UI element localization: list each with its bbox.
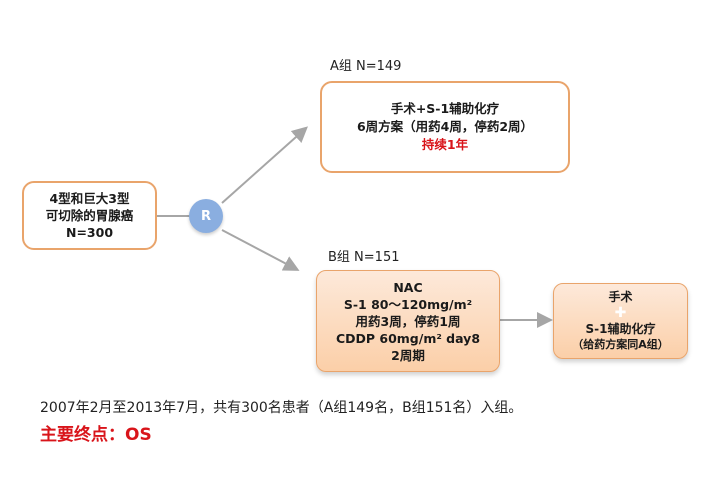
group-b-line-2: S-1 80～120mg/m² bbox=[343, 296, 473, 312]
group-b-line-4: CDDP 60mg/m² day8 bbox=[335, 330, 481, 346]
group-b-nac-box: NAC S-1 80～120mg/m² 用药3周，停药1周 CDDP 60mg/… bbox=[316, 270, 500, 372]
group-b-surgery-box: 手术 ✚ S-1辅助化疗 （给药方案同A组） bbox=[553, 283, 688, 359]
arrow-r-to-group-a bbox=[221, 126, 308, 204]
group-a-label: A组 N=149 bbox=[330, 59, 402, 74]
enrollment-text: 2007年2月至2013年7月，共有300名患者（A组149名，B组151名）入… bbox=[40, 400, 523, 416]
regimen-note: （给药方案同A组） bbox=[572, 338, 669, 351]
group-a-line-2: 6周方案（用药4周，停药2周） bbox=[356, 119, 534, 134]
group-b-line-3: 用药3周，停药1周 bbox=[355, 313, 461, 329]
primary-endpoint: 主要终点：OS bbox=[40, 425, 152, 445]
group-a-box: 手术+S-1辅助化疗 6周方案（用药4周，停药2周） 持续1年 bbox=[320, 81, 570, 173]
group-b-label: B组 N=151 bbox=[328, 250, 400, 265]
randomization-node: R bbox=[189, 199, 223, 233]
group-a-line-1: 手术+S-1辅助化疗 bbox=[390, 101, 500, 116]
group-a-duration: 持续1年 bbox=[421, 137, 469, 152]
adjuvant-label: S-1辅助化疗 bbox=[585, 322, 656, 336]
population-box: 4型和巨大3型 可切除的胃腺癌 N=300 bbox=[22, 181, 157, 250]
group-b-line-5: 2周期 bbox=[391, 347, 425, 363]
population-line-3: N=300 bbox=[65, 225, 114, 240]
arrow-r-to-group-b bbox=[221, 229, 300, 271]
randomization-label: R bbox=[200, 208, 211, 224]
population-line-1: 4型和巨大3型 bbox=[49, 191, 130, 206]
population-line-2: 可切除的胃腺癌 bbox=[45, 208, 134, 223]
plus-icon: ✚ bbox=[614, 305, 627, 321]
group-b-line-1: NAC bbox=[393, 279, 423, 295]
surgery-label: 手术 bbox=[608, 290, 633, 304]
